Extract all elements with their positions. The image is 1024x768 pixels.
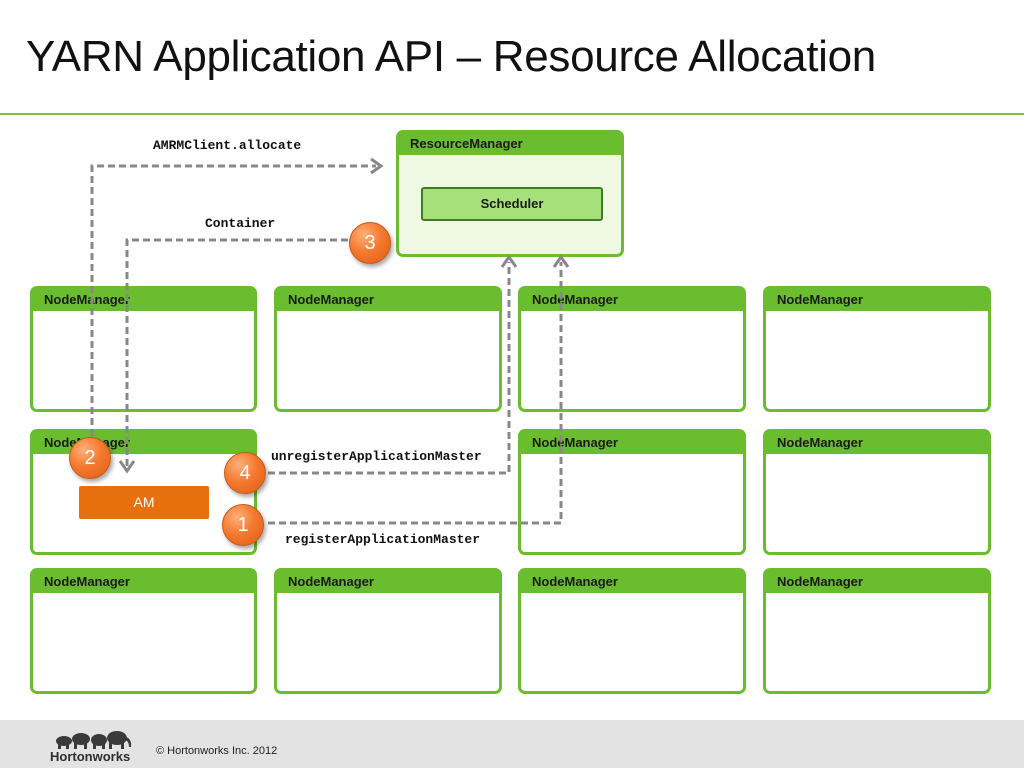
node-manager: NodeManager — [518, 568, 746, 694]
scheduler: Scheduler — [421, 187, 603, 221]
footer-bar — [0, 720, 1024, 768]
register-arrowhead — [552, 254, 570, 268]
node-manager-label: NodeManager — [44, 574, 130, 589]
node-manager: NodeManager — [763, 429, 991, 555]
node-manager: NodeManager — [30, 568, 257, 694]
node-manager-label: NodeManager — [532, 435, 618, 450]
resource-manager-label: ResourceManager — [410, 136, 523, 151]
node-manager-label: NodeManager — [777, 292, 863, 307]
application-master: AM — [79, 486, 209, 519]
allocate-call-label: AMRMClient.allocate — [153, 138, 302, 153]
title-divider — [0, 113, 1024, 115]
node-manager: NodeManager — [518, 429, 746, 555]
unregister-arrowhead — [500, 254, 518, 268]
step-4-badge: 4 — [224, 452, 266, 494]
node-manager-label: NodeManager — [777, 435, 863, 450]
node-manager-label: NodeManager — [532, 292, 618, 307]
step-3-badge: 3 — [349, 222, 391, 264]
step-1-badge: 1 — [222, 504, 264, 546]
step-2-badge: 2 — [69, 437, 111, 479]
node-manager: NodeManager — [274, 286, 502, 412]
node-manager-label: NodeManager — [532, 574, 618, 589]
elephant-herd-icon — [56, 731, 132, 749]
node-manager-label: NodeManager — [777, 574, 863, 589]
node-manager-label: NodeManager — [44, 292, 130, 307]
node-manager: NodeManager — [274, 568, 502, 694]
allocate-arrowhead — [370, 157, 384, 175]
node-manager: NodeManager — [518, 286, 746, 412]
node-manager-label: NodeManager — [288, 292, 374, 307]
copyright-text: © Hortonworks Inc. 2012 — [156, 745, 278, 757]
node-manager-label: NodeManager — [288, 574, 374, 589]
node-manager: NodeManager — [763, 286, 991, 412]
brand-name: Hortonworks — [50, 749, 131, 764]
node-manager-label: NodeManager — [33, 432, 254, 454]
node-manager: NodeManager — [763, 568, 991, 694]
slide-title: YARN Application API – Resource Allocati… — [26, 32, 876, 81]
node-manager: NodeManager — [30, 286, 257, 412]
register-call-label: registerApplicationMaster — [285, 532, 481, 547]
container-label: Container — [205, 216, 276, 231]
unregister-call-label: unregisterApplicationMaster — [271, 449, 482, 464]
